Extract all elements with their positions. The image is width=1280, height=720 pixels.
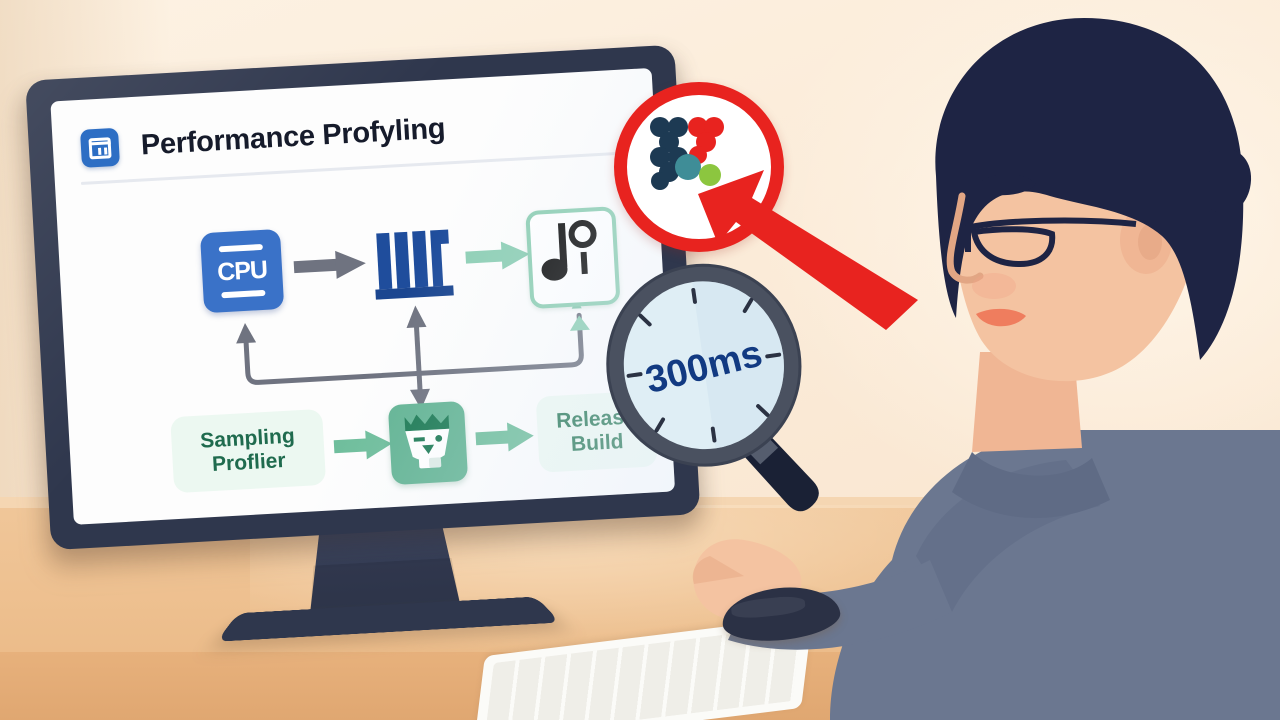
monitor-screen: Performance Profyling xyxy=(50,67,676,525)
multicolor-clover-logo[interactable] xyxy=(648,115,726,193)
bar-chart-icon xyxy=(375,229,454,300)
cpu-label: CPU xyxy=(216,255,268,286)
red-arrow-cursor xyxy=(698,170,918,330)
mouth xyxy=(976,308,1026,327)
robot-crown-icon xyxy=(404,413,450,469)
glasses xyxy=(965,217,1137,268)
magnifying-glass[interactable]: 300ms xyxy=(600,255,860,525)
diagram-connectors xyxy=(236,241,590,460)
hair xyxy=(935,18,1244,360)
desktop-monitor: Performance Profyling xyxy=(17,44,704,642)
diagram-node-sampling-profiler[interactable]: Sampling Proflier xyxy=(170,408,327,494)
diagram-node-robot[interactable] xyxy=(387,400,469,486)
diagram-node-cpu[interactable]: CPU xyxy=(199,228,285,314)
cpu-bottom-bar xyxy=(221,289,266,299)
cpu-top-bar xyxy=(218,243,263,253)
person-illustration xyxy=(692,18,1280,720)
diagram-node-note-card[interactable] xyxy=(525,206,621,310)
shirt-torso xyxy=(830,430,1280,720)
eyebrow xyxy=(980,173,1036,196)
diagram-node-barchart[interactable] xyxy=(368,217,459,308)
music-note-card-icon xyxy=(541,220,597,281)
sampling-label: Sampling Proflier xyxy=(199,424,296,477)
mouse-highlight xyxy=(730,594,806,621)
